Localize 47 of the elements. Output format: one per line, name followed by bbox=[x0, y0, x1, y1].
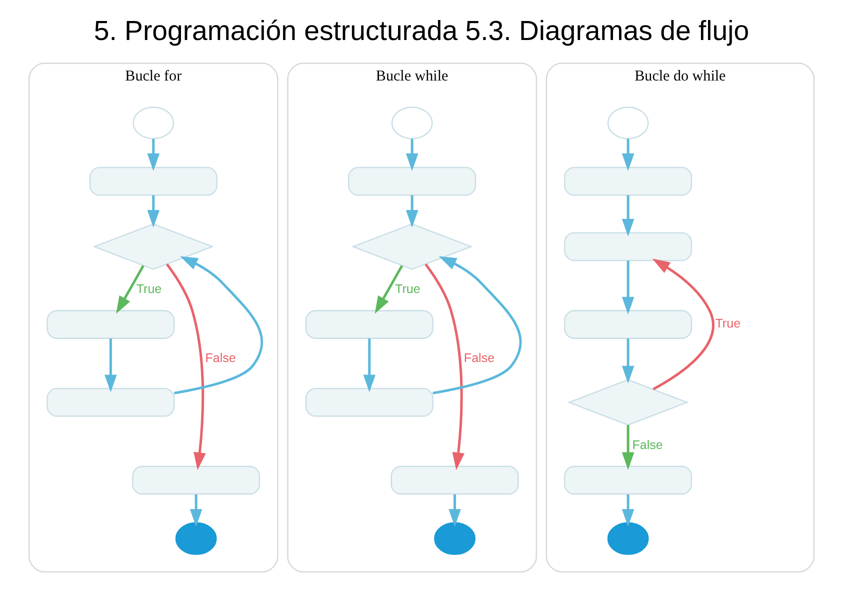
node-box bbox=[348, 166, 476, 196]
node-box bbox=[564, 166, 692, 196]
edge-label: True bbox=[394, 282, 420, 296]
arrow bbox=[621, 138, 634, 172]
arrow bbox=[173, 256, 263, 394]
edge-label: False bbox=[463, 351, 494, 366]
arrow bbox=[374, 265, 403, 314]
arrow bbox=[432, 256, 522, 394]
arrow bbox=[621, 338, 634, 384]
node-box bbox=[564, 466, 692, 495]
arrow bbox=[362, 338, 376, 392]
node-circle bbox=[132, 106, 174, 140]
node-circle bbox=[174, 522, 216, 555]
node-box bbox=[46, 310, 174, 339]
arrow bbox=[104, 338, 116, 392]
node-diamond bbox=[566, 379, 688, 426]
arrow bbox=[652, 258, 714, 390]
arrow bbox=[146, 138, 160, 172]
arrow bbox=[116, 265, 144, 314]
arrow bbox=[621, 494, 634, 527]
node-box bbox=[304, 310, 433, 339]
node-box bbox=[564, 310, 692, 339]
node-circle bbox=[390, 106, 432, 140]
arrow bbox=[189, 494, 202, 527]
node-circle bbox=[606, 106, 648, 140]
arrow bbox=[424, 264, 464, 470]
node-box bbox=[304, 388, 433, 417]
edge-label: False bbox=[204, 351, 236, 366]
arrow bbox=[405, 138, 418, 172]
arrow bbox=[621, 260, 634, 314]
arrow bbox=[621, 425, 634, 470]
arrow bbox=[146, 195, 160, 228]
node-box bbox=[88, 166, 217, 196]
node-box bbox=[390, 466, 518, 495]
edge-label: True bbox=[714, 316, 740, 331]
node-box bbox=[46, 388, 174, 417]
edge-label: False bbox=[632, 438, 662, 452]
node-box bbox=[132, 466, 260, 495]
diagram-title: 5. Programación estructurada 5.3. Diagramas de flujo bbox=[93, 15, 749, 46]
node-circle bbox=[606, 522, 648, 555]
arrow bbox=[165, 264, 206, 470]
edge-label: True bbox=[136, 282, 162, 296]
arrow bbox=[621, 195, 634, 236]
node-circle bbox=[434, 522, 475, 555]
arrow bbox=[448, 494, 460, 527]
node-box bbox=[564, 232, 692, 262]
arrow bbox=[405, 195, 418, 228]
